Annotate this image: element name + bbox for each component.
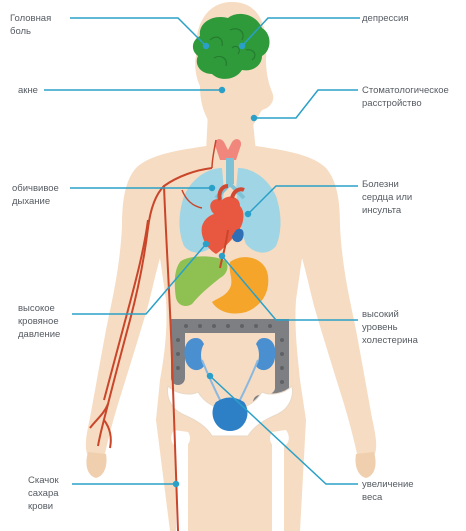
dot-sugar [174, 482, 179, 487]
dot-headache [204, 44, 209, 49]
left-hand [86, 452, 106, 478]
bladder [213, 398, 248, 432]
trachea [226, 158, 234, 184]
label-dental: Стоматологическое расстройство [362, 84, 449, 110]
dot-breathing [210, 186, 215, 191]
label-acne: акне [18, 84, 38, 97]
dot-cholesterol [220, 254, 225, 259]
dot-depression [240, 44, 245, 49]
label-cholesterol: высокий уровень холестерина [362, 308, 418, 347]
dot-pressure [204, 242, 209, 247]
label-heart-disease: Болезни сердца или инсульта [362, 178, 412, 217]
right-hand [355, 452, 375, 478]
dot-heart [246, 212, 251, 217]
label-weight: увеличение веса [362, 478, 414, 504]
label-breathing: обичвивое дыхание [12, 182, 59, 208]
dot-weight [208, 374, 213, 379]
line-headache [70, 18, 206, 46]
dot-acne [220, 88, 225, 93]
dot-dental [252, 116, 257, 121]
label-headache: Головная боль [10, 12, 51, 38]
label-depression: депрессия [362, 12, 409, 25]
label-sugar: Скачок сахара крови [28, 474, 59, 513]
label-pressure: высокое кровяное давление [18, 302, 60, 341]
right-femur [272, 444, 284, 531]
